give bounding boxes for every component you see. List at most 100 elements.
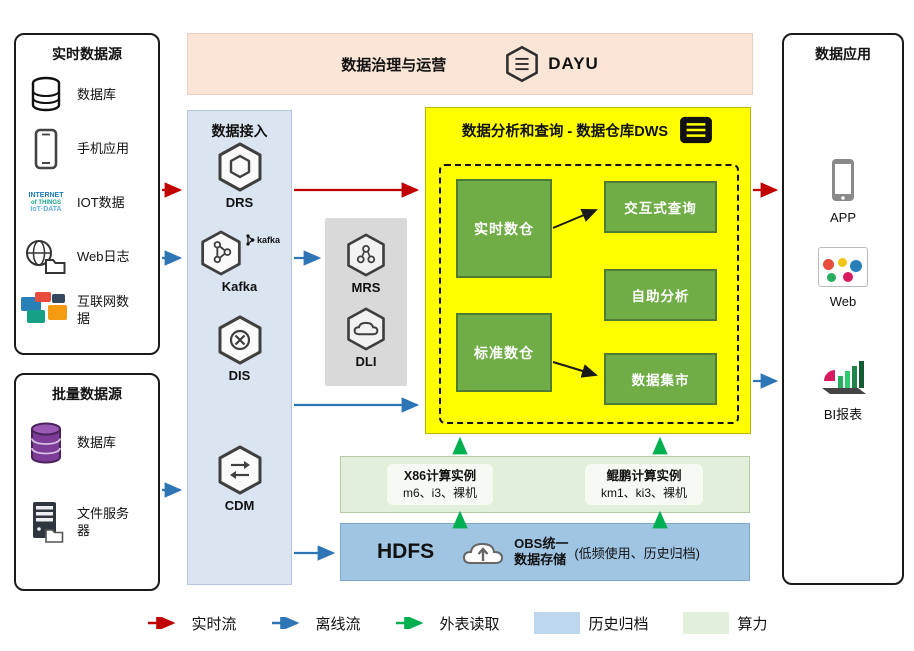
dws-box: 数据分析和查询 - 数据仓库DWS 实时数仓 标准数仓 交互式查询 自助分析 数… [425, 107, 751, 434]
service-kafka: kafka Kafka [188, 229, 291, 294]
kafka-logo-text: kafka [256, 235, 281, 245]
source-label: Web日志 [77, 248, 130, 264]
dayu-icon [506, 45, 539, 83]
realtime-sources-panel: 实时数据源 数据库 [14, 33, 160, 355]
list-item: 文件服务器 [20, 500, 154, 546]
dis-hexagon-icon [218, 315, 261, 365]
dws-header: 数据分析和查询 - 数据仓库DWS [426, 115, 750, 145]
applications-title: 数据应用 [815, 46, 871, 62]
app-label: APP [829, 210, 856, 225]
source-label: 文件服务器 [77, 506, 130, 538]
legend: 实时流 离线流 外表读取 历史归档 算力 [0, 612, 914, 634]
service-label: DIS [228, 368, 251, 383]
legend-label: 实时流 [191, 615, 237, 633]
node-label: 交互式查询 [624, 201, 697, 216]
archive-swatch [533, 612, 580, 634]
batch-sources-list: 数据库 文件服务器 [16, 420, 158, 546]
list-item: 互联网数据 [20, 288, 154, 334]
list-item: 数据库 [20, 72, 154, 118]
node-data-mart: 数据集市 [604, 353, 717, 405]
obs-line2: 数据存储 [514, 552, 567, 567]
node-self-analysis: 自助分析 [604, 269, 717, 321]
obs-cloud-icon [463, 542, 504, 564]
green-arrow-icon [396, 617, 424, 629]
applications-panel: 数据应用 APP Web [782, 33, 904, 585]
blue-arrow-icon [272, 617, 300, 629]
mrs-hexagon-icon [347, 233, 385, 277]
node-realtime-warehouse: 实时数仓 [456, 179, 552, 278]
list-item: BI报表 [784, 357, 902, 423]
source-label: 数据库 [77, 86, 117, 102]
instance-subtitle: m6、i3、裸机 [402, 485, 477, 500]
node-label: 自助分析 [631, 289, 690, 304]
x86-instance: X86计算实例 m6、i3、裸机 [386, 463, 493, 506]
node-interactive-query: 交互式查询 [604, 181, 717, 233]
legend-label: 外表读取 [439, 615, 500, 633]
dws-internal-region [439, 164, 739, 424]
bi-chart-icon [822, 361, 866, 394]
node-label: 数据集市 [631, 373, 690, 388]
source-label: 互联网数据 [77, 294, 130, 326]
list-item: Web日志 [20, 234, 154, 280]
file-server-icon [20, 500, 72, 546]
dws-title: 数据分析和查询 - 数据仓库DWS [461, 123, 669, 140]
service-label: Kafka [221, 279, 258, 294]
drs-hexagon-icon [218, 142, 261, 192]
kafka-logo-icon [246, 234, 255, 246]
web-dashboard-icon [818, 247, 868, 287]
app-label: BI报表 [823, 407, 863, 422]
list-item: APP [784, 157, 902, 225]
node-label: 实时数仓 [474, 220, 534, 237]
processing-box: MRS DLI [325, 218, 407, 386]
legend-compute: 算力 [682, 612, 768, 634]
hdfs-storage-box: HDFS OBS统一 数据存储 (低频使用、历史归档) [340, 523, 750, 581]
legend-external: 外表读取 [394, 613, 500, 634]
legend-label: 历史归档 [588, 615, 649, 633]
app-label: Web [829, 294, 857, 309]
compute-instances-box: X86计算实例 m6、i3、裸机 鲲鹏计算实例 km1、ki3、裸机 [340, 456, 750, 513]
obs-title: OBS统一 数据存储 [514, 536, 568, 569]
hdfs-label: HDFS [377, 540, 435, 563]
service-label: CDM [224, 498, 255, 513]
cdm-hexagon-icon [218, 445, 261, 495]
list-item: Web [784, 247, 902, 309]
obs-note: (低频使用、历史归档) [574, 545, 701, 561]
source-label: IOT数据 [77, 194, 125, 210]
phone-icon [20, 128, 72, 170]
node-standard-warehouse: 标准数仓 [456, 313, 552, 392]
source-label: 手机应用 [77, 140, 130, 156]
service-mrs: MRS [325, 232, 407, 295]
list-item: 手机应用 [20, 126, 154, 172]
service-dli: DLI [325, 306, 407, 369]
obs-line1: OBS统一 [514, 535, 569, 551]
governance-banner: 数据治理与运营 DAYU [187, 33, 753, 95]
service-cdm: CDM [188, 444, 291, 513]
service-label: DRS [225, 195, 254, 210]
document-icon [680, 116, 713, 144]
internet-collage-icon [20, 292, 72, 330]
legend-archive: 历史归档 [533, 612, 649, 634]
service-dis: DIS [188, 314, 291, 383]
red-arrow-icon [148, 617, 176, 629]
dayu-brand: DAYU [504, 45, 599, 83]
smartphone-icon [832, 159, 854, 201]
service-drs: DRS [188, 141, 291, 210]
database-icon [20, 75, 72, 115]
legend-realtime: 实时流 [146, 613, 236, 634]
legend-offline: 离线流 [270, 613, 360, 634]
dli-hexagon-icon [347, 307, 385, 351]
governance-title: 数据治理与运营 [341, 56, 447, 74]
source-label: 数据库 [77, 434, 117, 450]
compute-swatch [682, 612, 729, 634]
instance-subtitle: km1、ki3、裸机 [600, 485, 687, 500]
node-label: 标准数仓 [474, 344, 534, 361]
instance-title: X86计算实例 [403, 468, 477, 483]
service-label: MRS [351, 280, 381, 295]
globe-folder-icon [20, 238, 72, 276]
data-access-column: 数据接入 DRS [187, 110, 292, 585]
batch-sources-panel: 批量数据源 数据库 [14, 373, 160, 591]
